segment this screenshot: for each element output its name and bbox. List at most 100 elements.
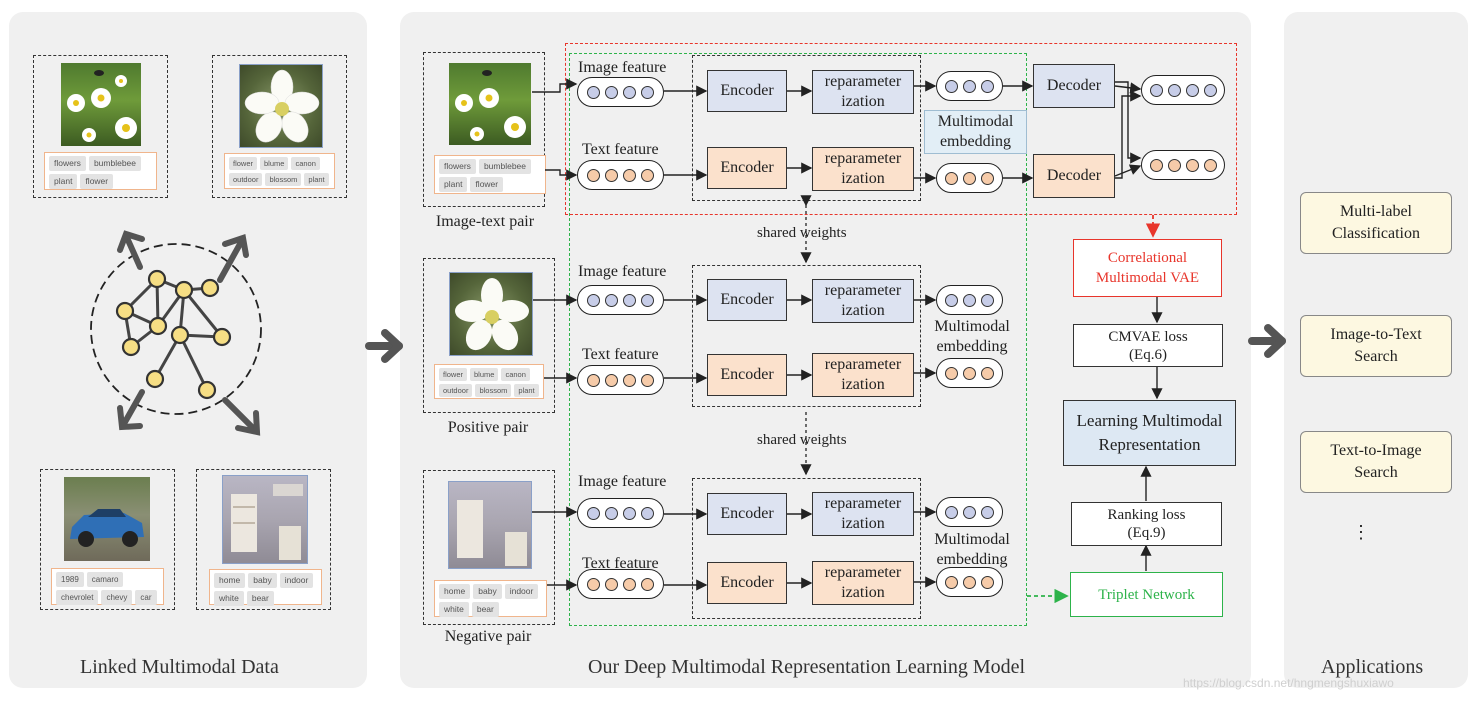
tag: bear — [246, 591, 274, 606]
text-feature-vector-1 — [577, 160, 664, 190]
tag: home — [214, 573, 246, 588]
tag: blossom — [475, 384, 512, 397]
image-feature-label-2: Image feature — [578, 263, 667, 280]
reparam-text: ization — [841, 302, 885, 319]
tag: bear — [471, 602, 499, 617]
image-embedding-2 — [936, 285, 1003, 315]
ranking-loss-box: Ranking loss (Eq.9) — [1071, 502, 1222, 546]
image-embedding-1 — [936, 71, 1003, 101]
reparam-text: ization — [841, 93, 885, 110]
flowers-tags: flowers bumblebee plant flower — [44, 152, 157, 190]
tag: flower — [439, 368, 468, 381]
tag: plant — [514, 384, 539, 397]
triplet-region — [569, 53, 1027, 626]
text-encoder-2: Encoder — [707, 354, 787, 396]
text-feature-vector-2 — [577, 365, 664, 395]
tag: blume — [470, 368, 499, 381]
left-panel-title: Linked Multimodal Data — [80, 656, 279, 678]
cmvae-text: Multimodal VAE — [1095, 270, 1200, 286]
reparam-text: reparameter — [824, 564, 902, 581]
text-feature-label-2: Text feature — [582, 346, 659, 363]
tag: bumblebee — [88, 156, 141, 171]
tag: 1989 — [56, 572, 84, 587]
pair1-photo — [449, 63, 531, 145]
cmvae-text: Correlational — [1107, 250, 1188, 266]
room-photo — [222, 475, 308, 564]
app-text: Search — [1354, 464, 1398, 481]
text-reconstruction — [1141, 150, 1225, 180]
image-encoder-3: Encoder — [707, 493, 787, 535]
panel-arrow-1 — [365, 329, 403, 363]
image-feature-vector-1 — [577, 77, 664, 107]
mm-text: embedding — [936, 551, 1008, 568]
app-text: Multi-label — [1340, 203, 1412, 220]
car-tags: 1989 camaro chevrolet chevy car — [51, 568, 164, 605]
tag: baby — [248, 573, 277, 588]
app-text: Search — [1354, 348, 1398, 365]
image-text-pair-label: Image-text pair — [435, 213, 535, 230]
text-feature-label-3: Text feature — [582, 555, 659, 572]
middle-panel-title: Our Deep Multimodal Representation Learn… — [588, 656, 1026, 678]
image-decoder: Decoder — [1033, 64, 1115, 108]
image-feature-vector-2 — [577, 285, 664, 315]
linked-graph — [90, 230, 262, 436]
cmvae-loss-text: (Eq.6) — [1129, 346, 1167, 363]
reparam-text: ization — [841, 515, 885, 532]
pair3-tags: home baby indoor white bear — [434, 580, 547, 617]
mm-text: embedding — [939, 133, 1012, 150]
image-feature-label-3: Image feature — [578, 473, 667, 490]
positive-pair-label: Positive pair — [447, 419, 529, 436]
learning-text: Learning Multimodal — [1076, 411, 1223, 430]
tag: outdoor — [439, 384, 473, 397]
tag: flowers — [49, 156, 86, 171]
text-encoder-1: Encoder — [707, 147, 787, 189]
mm-text: Multimodal — [934, 318, 1010, 335]
tag: white — [214, 591, 244, 606]
text-embedding-2 — [936, 358, 1003, 388]
tag: plant — [49, 174, 78, 189]
shared-weights-label-2: shared weights — [757, 432, 847, 448]
reparam-text: reparameter — [824, 282, 902, 299]
pair3-photo — [448, 481, 532, 569]
learning-text: Representation — [1098, 435, 1201, 454]
tag: indoor — [504, 584, 539, 599]
positive-pair-box — [423, 258, 555, 413]
triplet-network-box: Triplet Network — [1070, 572, 1223, 617]
text-encoder-3: Encoder — [707, 562, 787, 604]
tag: chevrolet — [56, 590, 99, 605]
tag: car — [135, 590, 157, 605]
negative-pair-label: Negative pair — [444, 628, 532, 645]
tag: canon — [291, 157, 320, 170]
panel-arrow-2 — [1248, 324, 1286, 358]
reparam-text: ization — [841, 584, 885, 601]
car-photo — [64, 477, 150, 561]
pair2-tags: flower blume canon outdoor blossom plant — [434, 364, 544, 399]
app-text: Classification — [1332, 225, 1420, 242]
cmvae-loss-box: CMVAE loss(Eq.6) — [1073, 324, 1223, 367]
image-text-pair-box — [423, 52, 545, 207]
tag: home — [439, 584, 471, 599]
ranking-text: (Eq.9) — [1127, 525, 1166, 541]
image-feature-vector-3 — [577, 498, 664, 528]
daisy-photo — [61, 63, 141, 146]
image-encoder-1: Encoder — [707, 70, 787, 112]
tag: baby — [473, 584, 502, 599]
pair1-tags: flowers bumblebee plant flower — [434, 155, 546, 194]
image-feature-label-1: Image feature — [578, 59, 667, 76]
text-feature-label-1: Text feature — [582, 141, 659, 158]
text-reparam-3: reparameter ization — [812, 561, 914, 605]
reparam-text: reparameter — [824, 150, 902, 167]
tag: white — [439, 602, 469, 617]
ranking-text: Ranking loss — [1107, 507, 1186, 523]
